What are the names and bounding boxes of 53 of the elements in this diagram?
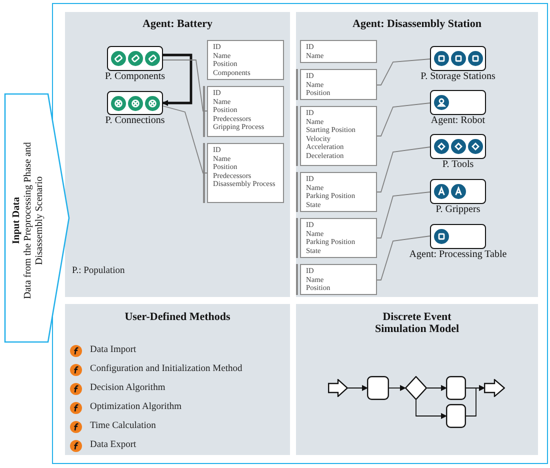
leader-line xyxy=(376,58,430,86)
panel xyxy=(65,12,290,297)
description: Data from the Preprocessing Phase and Disassembly Scenario xyxy=(22,141,46,301)
note-text: P.: Population xyxy=(72,266,125,277)
panel-title: Discrete Event Simulation Model xyxy=(374,311,460,335)
method-name: Data Import xyxy=(90,345,136,356)
method-name: Data Export xyxy=(90,440,136,451)
population-label: Agent: Processing Table xyxy=(409,249,507,261)
leader-line xyxy=(376,192,430,238)
terminal-shape xyxy=(328,379,348,397)
input-arrow xyxy=(4,93,70,343)
arrow xyxy=(426,385,447,391)
method-name: Decision Algorithm xyxy=(90,383,166,394)
population-label: P. Grippers xyxy=(436,204,480,216)
leader-line xyxy=(162,106,208,174)
method-name: Optimization Algorithm xyxy=(90,402,182,413)
arrow xyxy=(162,54,192,106)
attribute-list-box xyxy=(300,106,377,166)
panel-title: Agent: Battery xyxy=(142,18,214,30)
attribute-list-box xyxy=(300,69,377,100)
leader-line xyxy=(376,146,430,192)
attribute-list-box xyxy=(300,172,377,212)
population-label: P. Connections xyxy=(105,115,165,127)
panel xyxy=(296,304,538,455)
leader-line xyxy=(376,236,430,280)
arrow xyxy=(466,385,485,416)
population-label: P. Components xyxy=(105,71,165,83)
attribute-list-box xyxy=(207,86,284,137)
panel xyxy=(296,12,538,297)
attribute-list-box xyxy=(300,218,377,258)
process-box xyxy=(446,404,466,428)
attribute-list-box xyxy=(207,40,284,80)
arrow xyxy=(348,385,368,391)
population-label: Agent: Robot xyxy=(430,115,486,127)
panel-title: User-Defined Methods xyxy=(124,311,232,323)
decision-diamond xyxy=(405,376,427,400)
arrow xyxy=(416,400,447,419)
panel-title: Agent: Disassembly Station xyxy=(352,18,482,30)
attribute-list-box xyxy=(300,264,377,295)
panel xyxy=(65,304,290,455)
population-label: P. Tools xyxy=(442,159,474,171)
heading: Input Data xyxy=(10,196,22,246)
process-box xyxy=(367,376,389,400)
arrow xyxy=(388,385,406,391)
attribute-list-box xyxy=(207,143,284,203)
method-name: Configuration and Initialization Method xyxy=(90,364,242,375)
attribute-list-box xyxy=(300,40,377,63)
leader-line xyxy=(162,60,208,112)
process-box xyxy=(446,376,466,400)
method-name: Time Calculation xyxy=(90,421,156,432)
terminal-shape xyxy=(484,379,505,397)
leader-line xyxy=(376,102,430,136)
population-label: P. Storage Stations xyxy=(420,71,496,83)
